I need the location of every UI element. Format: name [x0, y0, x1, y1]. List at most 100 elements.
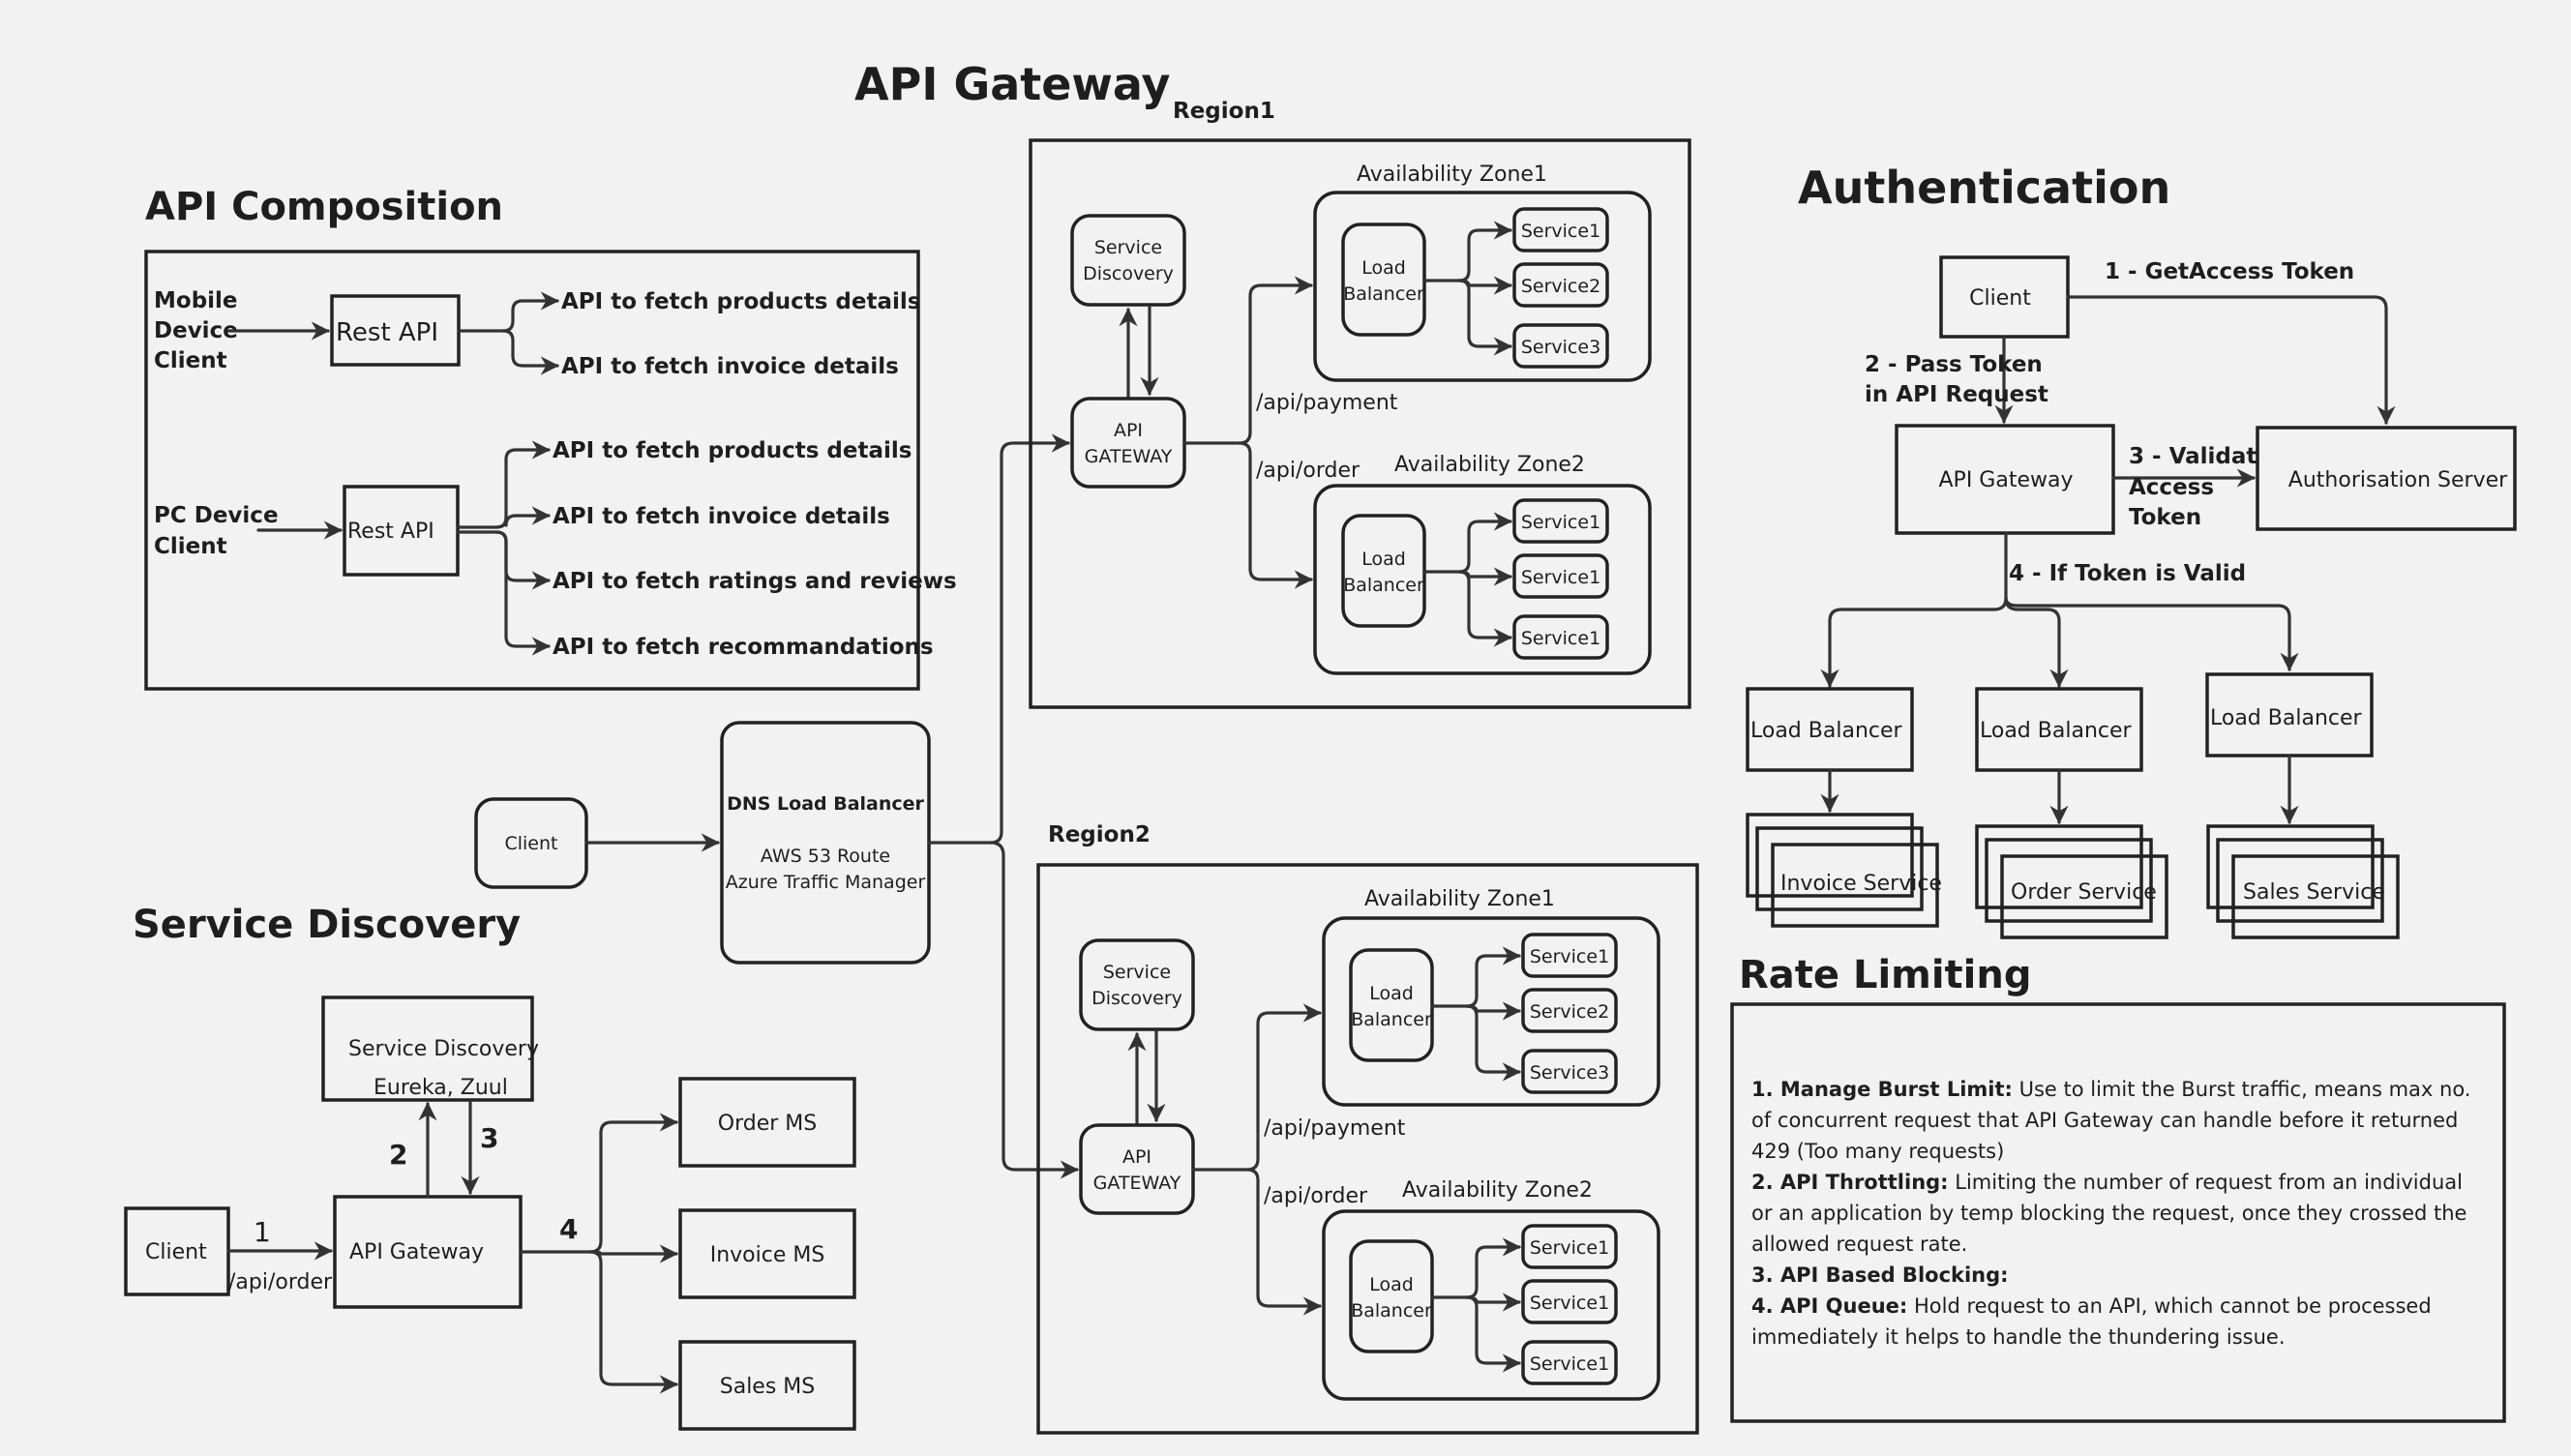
invoice-ms-node[interactable]: Invoice MS: [678, 1208, 856, 1299]
r2-az2-lb-l2: Balancer: [1351, 1300, 1432, 1322]
dns-load-balancer-node[interactable]: DNS Load Balancer AWS 53 Route Azure Tra…: [720, 721, 931, 965]
r2-az2-service-1[interactable]: Service1: [1521, 1224, 1618, 1269]
r2-az1-service-3[interactable]: Service3: [1521, 1049, 1618, 1094]
r2-az1-arrow-s3: [1465, 1004, 1521, 1082]
authentication-title: Authentication: [1798, 162, 2170, 214]
auth-client-node[interactable]: Client: [1939, 255, 2070, 339]
sales-service-stack[interactable]: Sales Service: [2206, 824, 2400, 939]
invoice-service-label: Invoice Service: [1780, 872, 1942, 896]
sales-service-label: Sales Service: [2243, 880, 2385, 905]
sd-registry-line1: Service Discovery: [348, 1037, 539, 1061]
r1-az1-lb-l2: Balancer: [1343, 283, 1424, 305]
rate-item-3-head: 3. API Based Blocking:: [1751, 1263, 2009, 1287]
r1-az2-lb-l1: Load: [1361, 549, 1406, 570]
r2-az1-lb-l1: Load: [1369, 983, 1414, 1004]
invoice-ms-label: Invoice MS: [710, 1243, 825, 1267]
r2-az2-s1-label: Service1: [1530, 1237, 1609, 1259]
r1-az2-service-2[interactable]: Service1: [1512, 553, 1609, 599]
pc-client-l1: PC Device: [154, 503, 279, 528]
mobile-rest-api-label: Rest API: [336, 318, 438, 347]
region1-service-discovery[interactable]: Service Discovery: [1070, 214, 1186, 307]
r1-az1-service-2[interactable]: Service2: [1512, 262, 1609, 308]
r2-az1-load-balancer[interactable]: Load Balancer: [1349, 948, 1434, 1062]
service-discovery-title: Service Discovery: [133, 903, 521, 947]
sd-route-label: /api/order: [228, 1270, 333, 1294]
r1-az2-service-3[interactable]: Service1: [1512, 614, 1609, 660]
r2-az1-service-2[interactable]: Service2: [1521, 988, 1618, 1033]
sd-arrow-invoice: [588, 1244, 678, 1263]
order-service-stack[interactable]: Order Service: [1975, 824, 2168, 939]
r2-az2-load-balancer[interactable]: Load Balancer: [1349, 1239, 1434, 1353]
r2-gw-line2: GATEWAY: [1093, 1173, 1181, 1194]
order-ms-label: Order MS: [718, 1112, 817, 1136]
order-service-label: Order Service: [2011, 880, 2157, 905]
auth-lb1-label: Load Balancer: [1750, 719, 1903, 743]
region1-api-gateway[interactable]: API GATEWAY: [1070, 397, 1186, 489]
arrow-pc-ep4: [494, 530, 551, 656]
r2-az2-service-2[interactable]: Service1: [1521, 1279, 1618, 1324]
mobile-rest-api-node[interactable]: Rest API: [330, 294, 461, 367]
r2-gw-line1: API: [1122, 1146, 1151, 1168]
mobile-client-l2: Device: [154, 318, 238, 343]
r2-az2-s3-label: Service1: [1530, 1353, 1609, 1375]
auth-api-gateway-node[interactable]: API Gateway: [1895, 424, 2115, 535]
rate-item-2-body: Limiting the number of request from an i…: [1751, 1171, 2467, 1256]
sd-registry-node[interactable]: Service Discovery Eureka, Zuul: [321, 995, 539, 1102]
dns-line1: AWS 53 Route: [761, 846, 890, 867]
r1-az2-s1-label: Service1: [1521, 512, 1600, 533]
auth-lb-3[interactable]: Load Balancer: [2205, 672, 2374, 758]
auth-lb2-label: Load Balancer: [1980, 719, 2133, 743]
auth-lb-2[interactable]: Load Balancer: [1975, 687, 2143, 772]
arrow-dns-to-region1: [927, 433, 1070, 845]
r1-az1-arrow-s3: [1457, 279, 1512, 356]
auth-arrow-lb2: [2004, 596, 2069, 688]
auth-step-2b: in API Request: [1865, 382, 2048, 407]
mobile-endpoint-2: API to fetch invoice details: [561, 354, 899, 379]
region2-service-discovery[interactable]: Service Discovery: [1079, 938, 1195, 1031]
r1-az1-service-1[interactable]: Service1: [1512, 207, 1609, 253]
dns-line2: Azure Traffic Manager: [726, 872, 926, 893]
rate-item-2-head: 2. API Throttling:: [1751, 1171, 1949, 1194]
sd-arrow-sales: [588, 1250, 678, 1394]
r2-az1-s1-label: Service1: [1530, 946, 1609, 967]
r1-route-order-label: /api/order: [1256, 459, 1360, 483]
sd-client-node[interactable]: Client: [124, 1206, 230, 1296]
r2-az1-service-1[interactable]: Service1: [1521, 933, 1618, 978]
r2-az2-lb-l1: Load: [1369, 1274, 1414, 1295]
arrow-pc-ep3: [456, 530, 551, 590]
r1-az2-service-1[interactable]: Service1: [1512, 498, 1609, 544]
arrow-mobile-ep1: [457, 291, 559, 333]
region1-frame: [1029, 138, 1691, 709]
r1-az1-lb-l1: Load: [1361, 257, 1406, 279]
r2-az2-s2-label: Service1: [1530, 1293, 1609, 1314]
sd-step-1: 1: [254, 1216, 271, 1248]
pc-rest-api-label: Rest API: [347, 520, 434, 544]
r1-az2-arrow-s3: [1457, 570, 1512, 647]
pc-rest-api-node[interactable]: Rest API: [343, 485, 460, 577]
order-ms-node[interactable]: Order MS: [678, 1077, 856, 1168]
invoice-service-stack[interactable]: Invoice Service: [1746, 813, 1942, 928]
r1-az1-service-3[interactable]: Service3: [1512, 323, 1609, 369]
gw-client-label: Client: [504, 833, 557, 854]
r1-az1-load-balancer[interactable]: Load Balancer: [1341, 223, 1426, 337]
sd-api-gateway-node[interactable]: API Gateway: [333, 1195, 523, 1309]
auth-server-node[interactable]: Authorisation Server: [2256, 426, 2517, 531]
region2-frame: [1036, 863, 1699, 1435]
region2-api-gateway[interactable]: API GATEWAY: [1079, 1123, 1195, 1215]
auth-step-3a: 3 - Validate: [2129, 444, 2272, 469]
auth-arrow-lb3: [2004, 596, 2299, 671]
api-composition-title: API Composition: [145, 185, 503, 229]
r2-route-payment-label: /api/payment: [1264, 1116, 1406, 1141]
r1-az2-load-balancer[interactable]: Load Balancer: [1341, 514, 1426, 628]
pc-endpoint-3: API to fetch ratings and reviews: [553, 569, 957, 594]
rate-item-1: 1. Manage Burst Limit: Use to limit the …: [1751, 1074, 2487, 1167]
api-composition-frame: [144, 250, 920, 691]
rate-item-4: 4. API Queue: Hold request to an API, wh…: [1751, 1291, 2487, 1352]
r2-az2-service-3[interactable]: Service1: [1521, 1340, 1618, 1385]
auth-lb-1[interactable]: Load Balancer: [1746, 687, 1914, 772]
rate-item-1-head: 1. Manage Burst Limit:: [1751, 1078, 2013, 1101]
gw-client-node[interactable]: Client: [474, 797, 588, 889]
sd-client-label: Client: [145, 1240, 207, 1264]
r2-sd-line1: Service: [1103, 962, 1171, 983]
sales-ms-node[interactable]: Sales MS: [678, 1340, 856, 1431]
